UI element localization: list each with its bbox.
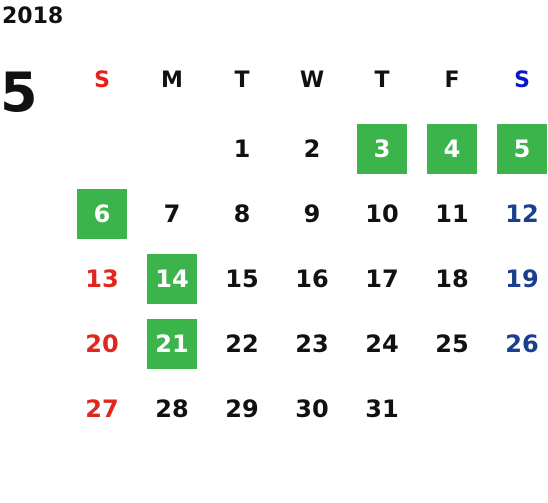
- day-number: 16: [295, 265, 329, 293]
- week-row: 27 28 29 30 31: [67, 384, 548, 449]
- day-cell: 18: [417, 254, 487, 319]
- day-number: 6: [77, 189, 127, 239]
- day-number: 28: [155, 395, 189, 423]
- day-cell: [487, 384, 548, 449]
- day-number: 26: [505, 330, 539, 358]
- day-cell: 10: [347, 189, 417, 254]
- day-number: 17: [365, 265, 399, 293]
- month-label: 5: [0, 61, 38, 124]
- day-cell: 27: [67, 384, 137, 449]
- day-cell: [417, 384, 487, 449]
- day-cell: 2: [277, 124, 347, 189]
- day-number: 18: [435, 265, 469, 293]
- weekday-wednesday: W: [299, 67, 325, 93]
- day-cell: 31: [347, 384, 417, 449]
- day-number: 25: [435, 330, 469, 358]
- day-cell: 3: [347, 124, 417, 189]
- day-number: 9: [303, 200, 321, 228]
- weekday-monday: M: [161, 67, 183, 93]
- weekday-sunday: S: [94, 67, 110, 93]
- day-number: [77, 124, 127, 174]
- day-cell: 22: [207, 319, 277, 384]
- day-number: [147, 124, 197, 174]
- weekday-tuesday: T: [234, 67, 250, 93]
- day-number: 12: [505, 200, 539, 228]
- day-cell: 19: [487, 254, 548, 319]
- week-row: 20 21 22 23 24 25 26: [67, 319, 548, 384]
- day-cell: 7: [137, 189, 207, 254]
- day-number: [497, 384, 547, 434]
- day-cell: 4: [417, 124, 487, 189]
- weekday-header: S M T W T F S: [67, 60, 548, 100]
- day-number: 31: [365, 395, 399, 423]
- day-number: 19: [505, 265, 539, 293]
- day-cell: 23: [277, 319, 347, 384]
- day-number: 5: [497, 124, 547, 174]
- day-number: 1: [233, 135, 251, 163]
- day-number: 2: [303, 135, 321, 163]
- day-number: 30: [295, 395, 329, 423]
- day-number: [427, 384, 477, 434]
- day-number: 14: [147, 254, 197, 304]
- day-cell: 5: [487, 124, 548, 189]
- day-cell: 11: [417, 189, 487, 254]
- day-number: 11: [435, 200, 469, 228]
- day-cell: [67, 124, 137, 189]
- day-cell: [137, 124, 207, 189]
- day-cell: 14: [137, 254, 207, 319]
- day-number: 7: [163, 200, 181, 228]
- weeks: 1 2 3 4 5 6 7 8 9 10 11 12 13 14 15 16 1…: [67, 124, 548, 449]
- week-row: 1 2 3 4 5: [67, 124, 548, 189]
- day-number: 8: [233, 200, 251, 228]
- day-cell: 20: [67, 319, 137, 384]
- day-cell: 29: [207, 384, 277, 449]
- day-number: 10: [365, 200, 399, 228]
- weekday-thursday: T: [374, 67, 390, 93]
- calendar-grid: S M T W T F S 1 2 3 4 5 6 7 8 9 10: [67, 60, 548, 449]
- day-cell: 6: [67, 189, 137, 254]
- day-number: 27: [85, 395, 119, 423]
- day-cell: 12: [487, 189, 548, 254]
- day-cell: 1: [207, 124, 277, 189]
- day-cell: 15: [207, 254, 277, 319]
- day-cell: 9: [277, 189, 347, 254]
- week-row: 6 7 8 9 10 11 12: [67, 189, 548, 254]
- day-number: 21: [147, 319, 197, 369]
- day-cell: 26: [487, 319, 548, 384]
- day-number: 20: [85, 330, 119, 358]
- weekday-saturday: S: [514, 67, 530, 93]
- day-cell: 13: [67, 254, 137, 319]
- day-number: 29: [225, 395, 259, 423]
- day-cell: 25: [417, 319, 487, 384]
- day-cell: 28: [137, 384, 207, 449]
- day-number: 22: [225, 330, 259, 358]
- week-row: 13 14 15 16 17 18 19: [67, 254, 548, 319]
- day-cell: 21: [137, 319, 207, 384]
- day-number: 4: [427, 124, 477, 174]
- day-number: 24: [365, 330, 399, 358]
- day-cell: 16: [277, 254, 347, 319]
- day-number: 3: [357, 124, 407, 174]
- year-label: 2018: [2, 4, 64, 29]
- weekday-friday: F: [444, 67, 460, 93]
- day-cell: 8: [207, 189, 277, 254]
- day-number: 13: [85, 265, 119, 293]
- day-cell: 30: [277, 384, 347, 449]
- day-number: 23: [295, 330, 329, 358]
- day-cell: 17: [347, 254, 417, 319]
- day-number: 15: [225, 265, 259, 293]
- day-cell: 24: [347, 319, 417, 384]
